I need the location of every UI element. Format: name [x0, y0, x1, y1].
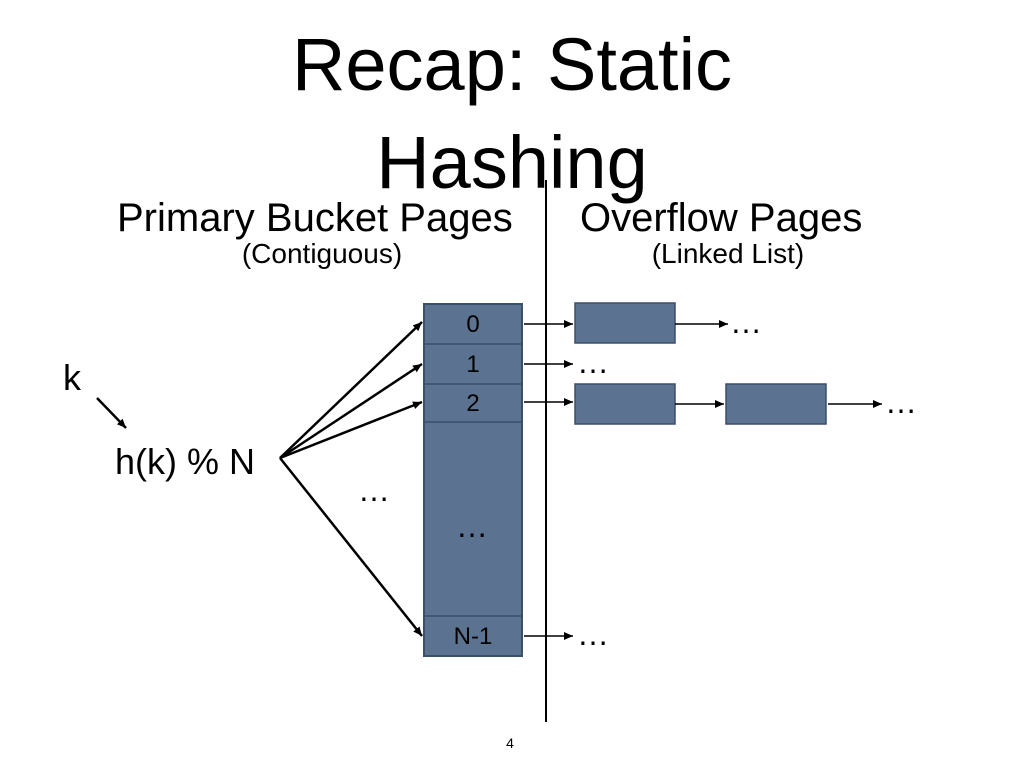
hash-arrow-bucket-n-1	[279, 457, 423, 637]
bucket-label-0: 0	[466, 311, 480, 338]
key-label: k	[63, 357, 81, 398]
bucket-label-n-1: N-1	[453, 623, 493, 650]
fan-ellipsis: …	[358, 472, 390, 508]
hash-function-label: h(k) % N	[115, 441, 256, 482]
hash-arrow-bucket-0	[279, 321, 423, 459]
bucket-label-1: 1	[466, 351, 480, 378]
overflow-page-bucket-2-first	[574, 383, 676, 425]
overflow-page-bucket-0	[574, 302, 676, 344]
bucket-label-2: 2	[466, 390, 480, 417]
overflow-pages-subheading: (Linked List)	[651, 238, 805, 269]
overflow-n-1-ellipsis: …	[577, 616, 609, 652]
overflow-2-ellipsis: …	[885, 384, 917, 420]
hash-arrow-bucket-2	[279, 400, 423, 460]
overflow-page-bucket-2-second	[725, 383, 827, 425]
primary-bucket-pages-heading: Primary Bucket Pages	[117, 196, 513, 240]
page-number: 4	[506, 735, 514, 751]
slide-title-line-1: Recap: Static	[291, 23, 733, 106]
bucket-column	[423, 303, 523, 657]
overflow-0-ellipsis: …	[730, 304, 762, 340]
primary-bucket-pages-subheading: (Contiguous)	[241, 238, 403, 269]
overflow-pages-heading: Overflow Pages	[580, 196, 863, 240]
hash-arrow-bucket-1	[279, 362, 423, 460]
bucket-middle-ellipsis: …	[456, 508, 488, 544]
overflow-1-ellipsis: …	[577, 344, 609, 380]
slide-title-line-2: Hashing	[376, 121, 648, 204]
key-to-hash-arrow	[96, 397, 127, 429]
